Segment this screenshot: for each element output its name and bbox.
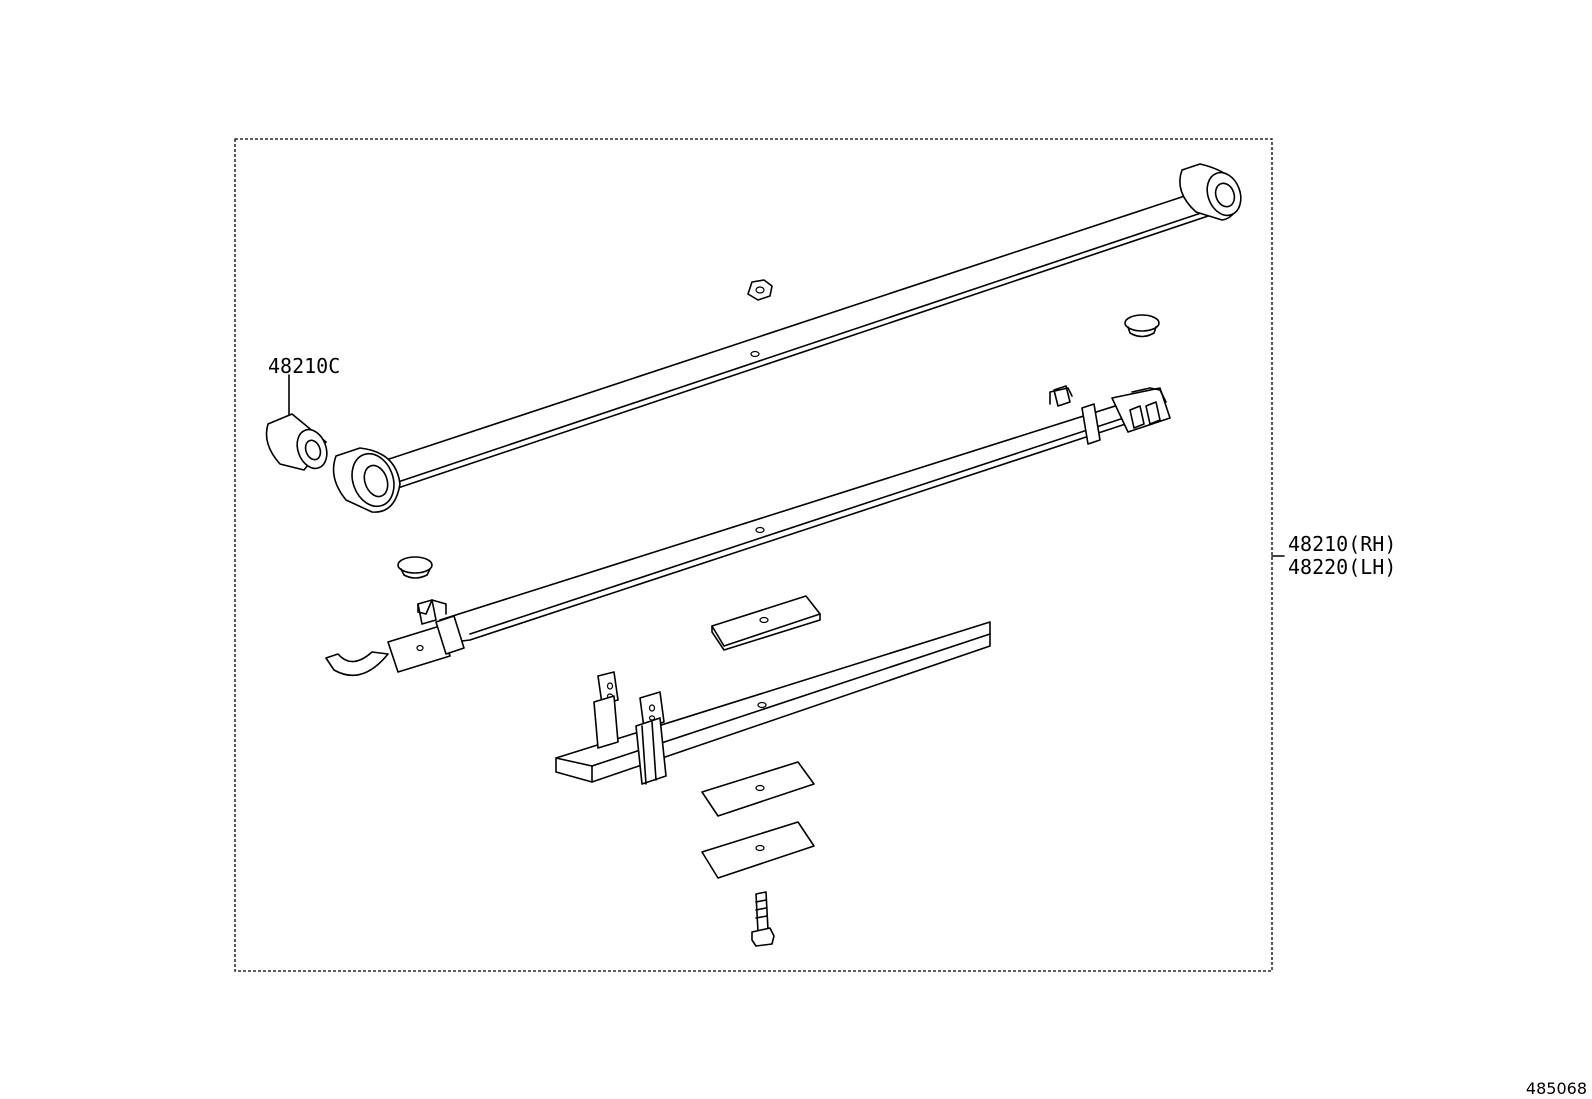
center-bolt xyxy=(751,891,775,947)
second-leaf xyxy=(325,385,1171,677)
spacer-plate-lower xyxy=(701,821,815,879)
spacer-plate-middle xyxy=(701,761,815,817)
main-leaf xyxy=(332,163,1242,513)
spring-rh-label: 48210(RH) xyxy=(1288,532,1396,556)
spring-lh-label: 48220(LH) xyxy=(1288,555,1396,579)
spacer-plate-upper xyxy=(711,595,821,651)
rubber-bumper-right xyxy=(1124,314,1160,338)
figure-id: 485068 xyxy=(1526,1079,1587,1098)
bushing xyxy=(265,374,328,471)
assembly-frame xyxy=(234,138,1273,972)
rubber-bumper-left xyxy=(397,556,433,579)
center-nut xyxy=(747,279,773,301)
bushing-label: 48210C xyxy=(268,354,340,378)
third-leaf xyxy=(555,621,991,785)
